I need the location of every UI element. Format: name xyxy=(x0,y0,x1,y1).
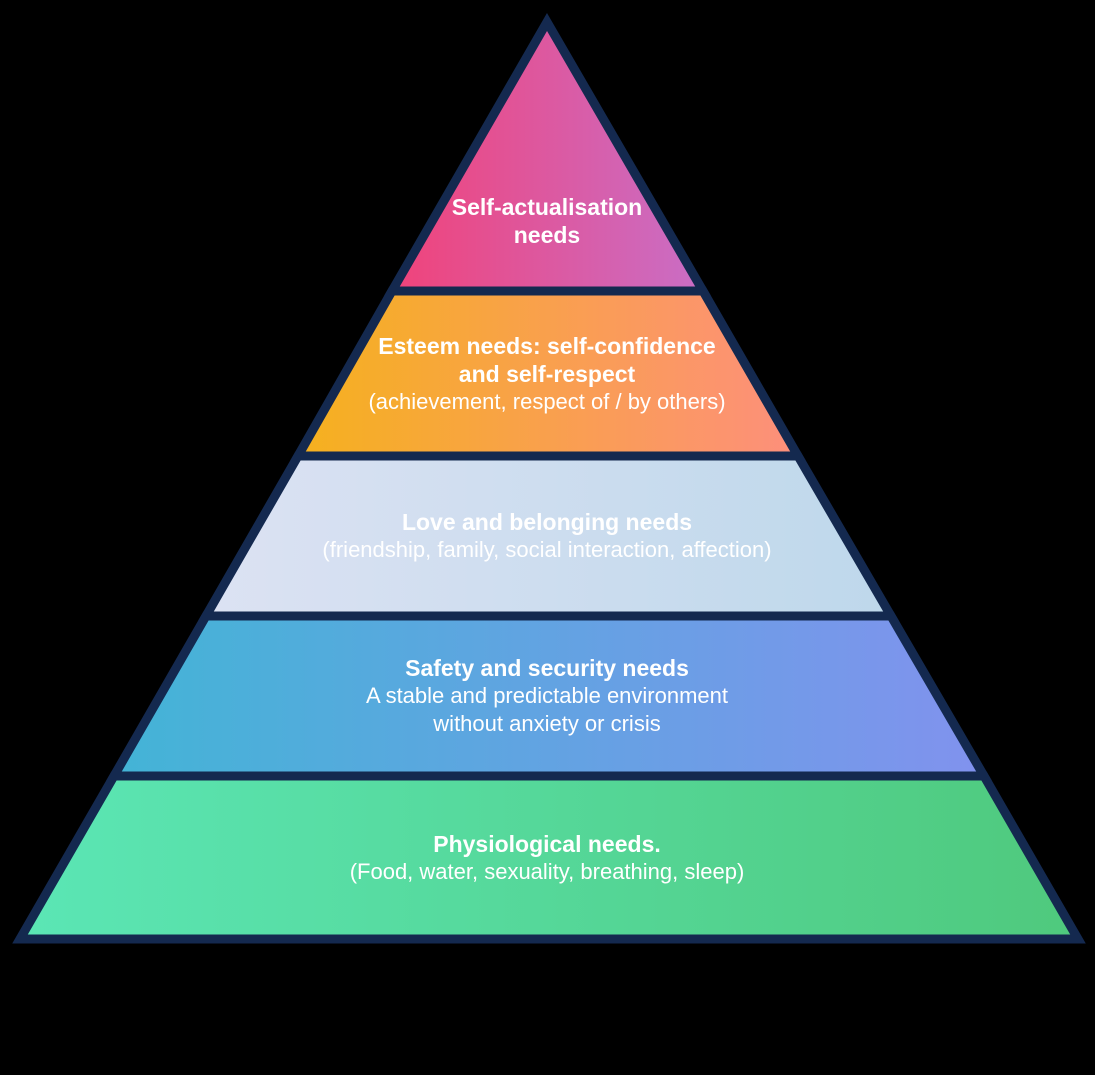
level-1-title-line-2: needs xyxy=(513,222,581,248)
level-2-title-line-2: and self-respect xyxy=(458,361,636,387)
level-4-subtitle-line-2: without anxiety or crisis xyxy=(433,711,661,736)
level-1-self-actualisation-label: Self-actualisation needs xyxy=(452,193,642,249)
level-5-title-line-1: Physiological needs. xyxy=(433,831,661,857)
level-5-subtitle: (Food, water, sexuality, breathing, slee… xyxy=(349,859,745,884)
level-4-subtitle-line-1: A stable and predictable environment xyxy=(365,683,729,708)
level-3-love-belonging-label: Love and belonging needs (friendship, fa… xyxy=(322,508,771,564)
level-1-self-actualisation-shape xyxy=(384,13,711,296)
level-4-title-line-1: Safety and security needs xyxy=(405,655,689,681)
level-3-title-line-1: Love and belonging needs xyxy=(401,509,693,535)
level-2-subtitle: (achievement, respect of / by others) xyxy=(368,389,726,414)
level-2-esteem-label: Esteem needs: self-confidence and self-r… xyxy=(368,332,725,416)
level-5-physiological-label: Physiological needs. (Food, water, sexua… xyxy=(350,830,745,886)
level-4-safety-label: Safety and security needs A stable and p… xyxy=(366,654,728,738)
level-3-subtitle: (friendship, family, social interaction,… xyxy=(322,537,772,562)
level-1-title-line-1: Self-actualisation xyxy=(451,194,643,220)
level-2-title-line-1: Esteem needs: self-confidence xyxy=(378,333,716,359)
